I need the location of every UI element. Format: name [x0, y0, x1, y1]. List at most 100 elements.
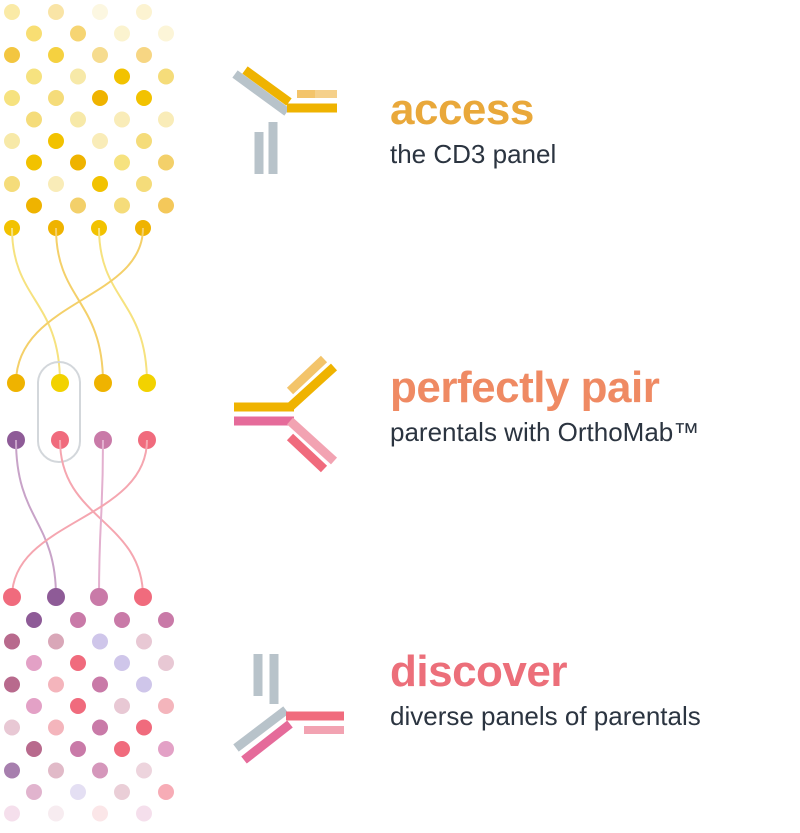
- pink-anchor-dot: [47, 588, 65, 606]
- pink-anchor-dot: [90, 588, 108, 606]
- pink-dot: [114, 784, 130, 800]
- step-title: perfectly pair: [390, 363, 660, 412]
- yellow-dot: [136, 47, 152, 63]
- pink-dot: [136, 676, 152, 693]
- pink-dot: [70, 698, 86, 714]
- pink-dot: [48, 633, 64, 650]
- yellow-dot: [70, 197, 86, 214]
- yellow-dot: [114, 154, 130, 171]
- yellow-dot: [26, 154, 42, 171]
- step-title: access: [390, 85, 534, 134]
- pink-dot: [4, 676, 20, 693]
- step-perfectly-pair: perfectly pair parentals with OrthoMab™: [390, 362, 699, 448]
- yellow-dot: [48, 90, 64, 106]
- pink-dot: [136, 805, 152, 822]
- pink-dot: [114, 698, 130, 714]
- yellow-dot: [26, 25, 42, 42]
- connector-line: [15, 439, 57, 598]
- yellow-dot: [26, 111, 42, 128]
- pink-dot: [158, 698, 174, 714]
- connector-line: [98, 439, 104, 598]
- pairing-dots: [7, 374, 156, 449]
- pink-dot: [136, 762, 152, 779]
- pink-dot: [48, 676, 64, 693]
- pink-anchor-dot: [134, 588, 152, 606]
- yellow-dot: [48, 47, 64, 63]
- pink-dot: [48, 805, 64, 822]
- pink-dot: [158, 784, 174, 800]
- step-subtitle: the CD3 panel: [390, 139, 557, 169]
- yellow-dot: [4, 133, 20, 149]
- yellow-dot: [136, 90, 152, 106]
- pink-dot: [26, 612, 42, 628]
- step-discover: discover diverse panels of parentals: [390, 646, 701, 732]
- yellow-connector-lines: [11, 227, 148, 384]
- pink-dot: [48, 762, 64, 779]
- pink-dot: [4, 719, 20, 736]
- yellow-dot: [70, 111, 86, 128]
- pink-dot: [136, 633, 152, 650]
- pink-dot: [136, 719, 152, 736]
- yellow-dot: [158, 68, 174, 85]
- pair-yellow-dot: [138, 374, 156, 392]
- yellow-dot: [70, 25, 86, 42]
- pink-dot: [70, 612, 86, 628]
- pink-dot: [114, 655, 130, 671]
- connector-line: [15, 227, 144, 384]
- pink-dot: [26, 655, 42, 671]
- yellow-dot: [136, 133, 152, 149]
- yellow-dot: [4, 4, 20, 20]
- antibody-yellow-grey-icon: [232, 66, 337, 174]
- yellow-dot: [92, 4, 108, 20]
- pink-anchor-dot: [3, 588, 21, 606]
- pink-dot: [26, 784, 42, 800]
- pink-dot: [158, 655, 174, 671]
- yellow-dot: [158, 197, 174, 214]
- pink-dot: [26, 698, 42, 714]
- yellow-dot-field: [4, 4, 174, 236]
- pink-dot: [114, 612, 130, 628]
- pairing-selection-bracket: [37, 361, 81, 463]
- pink-dot: [92, 676, 108, 693]
- yellow-dot: [114, 111, 130, 128]
- step-subtitle: parentals with OrthoMab™: [390, 417, 700, 447]
- yellow-dot: [4, 176, 20, 192]
- step-access: access the CD3 panel: [390, 84, 556, 170]
- pink-dot-field: [3, 588, 174, 822]
- yellow-dot: [48, 4, 64, 20]
- pink-dot: [92, 805, 108, 822]
- yellow-dot: [70, 68, 86, 85]
- pink-dot: [114, 741, 130, 757]
- pink-dot: [70, 655, 86, 671]
- yellow-dot: [48, 176, 64, 192]
- pink-dot: [92, 762, 108, 779]
- pink-dot: [92, 633, 108, 650]
- pair-yellow-dot: [94, 374, 112, 392]
- yellow-dot: [158, 111, 174, 128]
- pink-dot: [92, 719, 108, 736]
- dot-network: [3, 4, 174, 822]
- pink-dot: [158, 741, 174, 757]
- yellow-dot: [26, 68, 42, 85]
- pink-dot: [158, 612, 174, 628]
- pink-dot: [48, 719, 64, 736]
- pink-dot: [4, 633, 20, 650]
- antibody-yellow-pink-icon: [234, 355, 338, 473]
- pink-dot: [70, 784, 86, 800]
- yellow-dot: [136, 176, 152, 192]
- pink-dot: [26, 741, 42, 757]
- pair-yellow-dot: [51, 374, 69, 392]
- yellow-dot: [136, 4, 152, 20]
- antibody-grey-pink-icon: [233, 654, 344, 764]
- connector-line: [55, 227, 104, 384]
- step-title: discover: [390, 647, 567, 696]
- yellow-dot: [158, 25, 174, 42]
- yellow-dot: [114, 25, 130, 42]
- connector-line: [11, 439, 148, 598]
- step-subtitle: diverse panels of parentals: [390, 701, 701, 731]
- pink-connector-lines: [11, 439, 148, 598]
- yellow-dot: [4, 90, 20, 106]
- pink-dot: [4, 762, 20, 779]
- yellow-dot: [48, 133, 64, 149]
- yellow-dot: [158, 154, 174, 171]
